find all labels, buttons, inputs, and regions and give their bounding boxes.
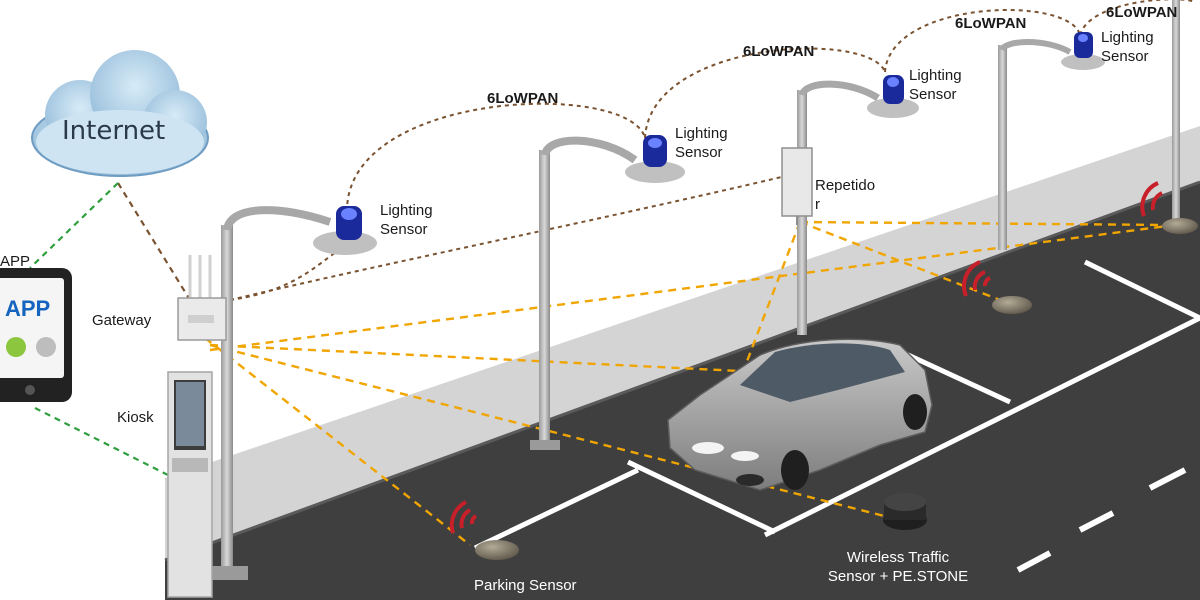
curb-line [164,180,1200,562]
traffic-sensor-line2: Sensor + PE.STONE [827,568,969,585]
repeater-label-line2: r [815,196,820,213]
lighting-sensor-label-3: Lighting Sensor [909,66,962,104]
street-lamp-1 [200,206,377,580]
lighting-sensor-label-4: Lighting Sensor [1101,28,1154,66]
link-label-1: 6LoWPAN [487,90,559,107]
app-screen-label: APP [5,296,51,321]
gateway-device [177,255,227,341]
traffic-sensor-device [883,493,927,530]
lighting-sensor-3-line1: Lighting [909,67,962,84]
lighting-sensor-1-line2: Sensor [380,221,428,238]
lighting-sensor-1-line1: Lighting [380,202,433,219]
street-lamp-5 [1172,0,1180,220]
lighting-sensor-label-1: Lighting Sensor [380,201,433,239]
kiosk-label: Kiosk [117,409,154,426]
smartphone-device [0,268,72,402]
internet-label: Internet [62,116,166,146]
stone-sensor-3 [1140,181,1198,234]
stone-sensor-2 [962,260,1032,314]
lane-dashes [1016,467,1187,573]
internet-cloud [31,50,209,177]
repeater-box [781,147,813,225]
lighting-sensor-4-line2: Sensor [1101,48,1149,65]
repeater-label: Repetido r [815,176,875,214]
traffic-sensor-line1: Wireless Traffic [846,549,950,566]
lighting-sensor-3-line2: Sensor [909,86,957,103]
road [165,182,1200,600]
lighting-sensor-2-line2: Sensor [675,144,723,161]
street-lamp-4 [998,32,1105,250]
sidewalk [165,126,1200,560]
lighting-sensor-2-line1: Lighting [675,125,728,142]
app-side-label: APP [0,253,31,270]
link-label-2: 6LoWPAN [743,43,815,60]
backhaul-links [29,182,191,476]
parking-sensor-label: Parking Sensor [474,577,577,594]
kiosk-device [167,371,213,598]
lighting-sensor-4-line1: Lighting [1101,29,1154,46]
traffic-sensor-label: Wireless Traffic Sensor + PE.STONE [818,548,978,586]
link-label-4: 6LoWPAN [1106,4,1178,21]
car [667,338,933,491]
gateway-label: Gateway [92,312,152,329]
wireless-links [204,220,1176,546]
street-lamp-2 [530,135,685,450]
link-label-3: 6LoWPAN [955,15,1027,32]
lighting-sensor-label-2: Lighting Sensor [675,124,728,162]
parking-sensor-device [449,500,519,560]
repeater-label-line1: Repetido [815,177,876,194]
